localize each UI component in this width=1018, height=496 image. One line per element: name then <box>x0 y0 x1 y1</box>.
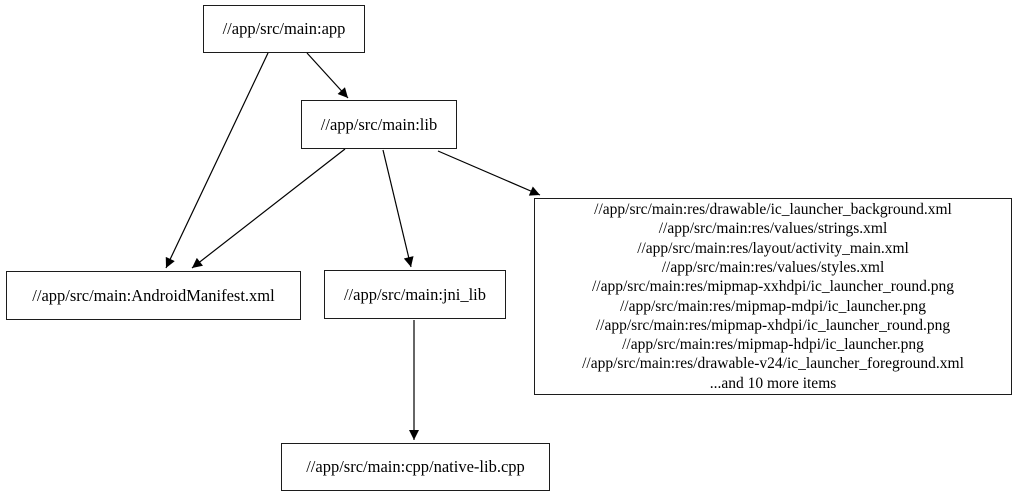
node-res-group: //app/src/main:res/drawable/ic_launcher_… <box>534 198 1012 395</box>
res-file-line: //app/src/main:res/mipmap-xhdpi/ic_launc… <box>595 316 951 334</box>
res-file-line: //app/src/main:res/mipmap-hdpi/ic_launch… <box>622 336 924 354</box>
edge-lib-to-jni-lib <box>382 149 414 268</box>
node-android-manifest-label: //app/src/main:AndroidManifest.xml <box>32 285 275 305</box>
res-file-line: //app/src/main:res/drawable-v24/ic_launc… <box>582 355 964 373</box>
node-native-lib: //app/src/main:cpp/native-lib.cpp <box>281 443 550 491</box>
node-native-lib-label: //app/src/main:cpp/native-lib.cpp <box>306 457 525 476</box>
node-app-label: //app/src/main:app <box>222 19 346 38</box>
edge-lib-to-android-manifest <box>191 148 346 269</box>
node-lib: //app/src/main:lib <box>301 100 457 149</box>
res-file-line: //app/src/main:res/values/strings.xml <box>658 220 888 238</box>
node-jni-lib: //app/src/main:jni_lib <box>324 270 506 319</box>
node-android-manifest: //app/src/main:AndroidManifest.xml <box>6 271 301 320</box>
res-file-line: //app/src/main:res/mipmap-mdpi/ic_launch… <box>619 297 927 315</box>
res-more-items-line: ...and 10 more items <box>709 374 837 392</box>
res-file-line: //app/src/main:res/drawable/ic_launcher_… <box>594 201 952 219</box>
node-jni-lib-label: //app/src/main:jni_lib <box>343 284 487 304</box>
res-file-line: //app/src/main:res/layout/activity_main.… <box>637 239 909 257</box>
edge-app-to-android-manifest <box>165 52 269 269</box>
edge-lib-to-res-group <box>437 150 541 196</box>
res-file-line: //app/src/main:res/values/styles.xml <box>661 258 885 276</box>
node-lib-label: //app/src/main:lib <box>320 114 438 134</box>
edge-app-to-lib <box>306 52 349 99</box>
node-app: //app/src/main:app <box>203 5 365 53</box>
res-file-line: //app/src/main:res/mipmap-xxhdpi/ic_laun… <box>591 278 954 296</box>
